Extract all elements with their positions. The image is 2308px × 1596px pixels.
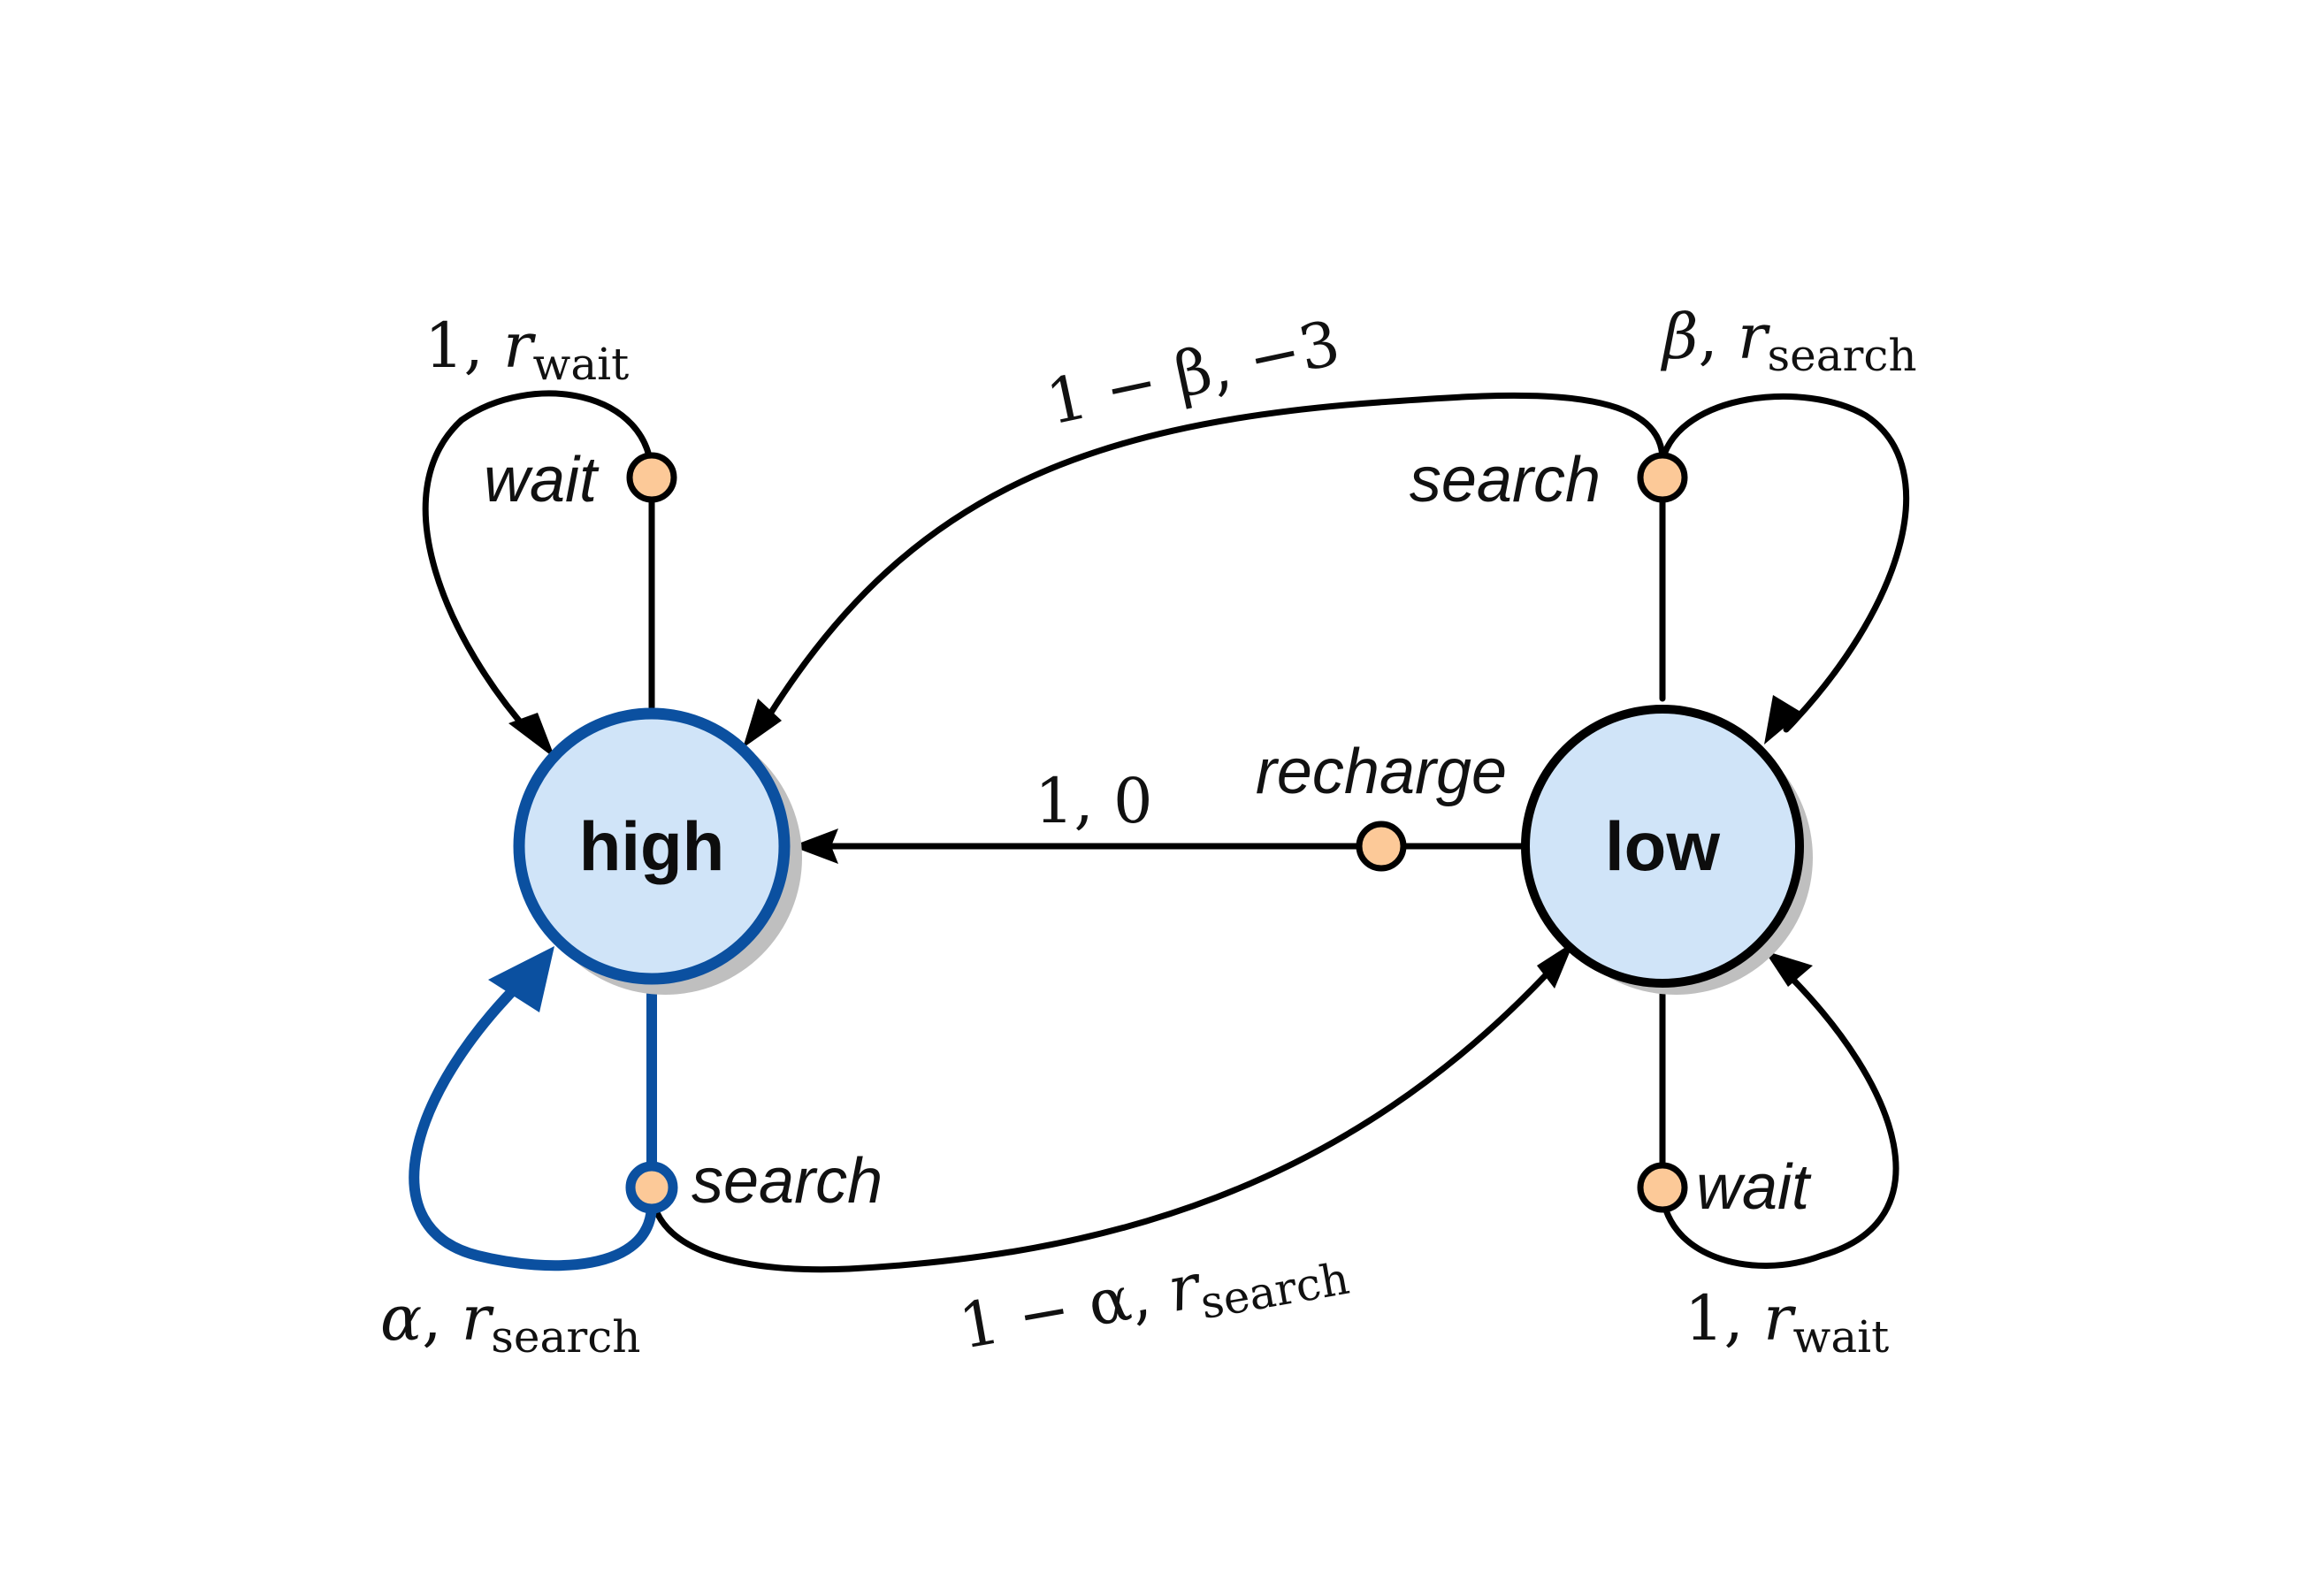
state-high: high bbox=[513, 707, 802, 995]
transition-label-high-search-self: α, rsearch bbox=[380, 1282, 640, 1363]
state-low: low bbox=[1521, 705, 1813, 995]
prob-text: α bbox=[380, 1282, 422, 1355]
high-wait-loop-arrow bbox=[422, 390, 655, 737]
arrowhead-low-search-to-high bbox=[743, 699, 782, 748]
state-high-circle bbox=[513, 707, 791, 985]
arrowhead-recharge-to-high bbox=[791, 829, 838, 864]
arrowhead-high-wait bbox=[508, 713, 555, 759]
state-low-label: low bbox=[1605, 807, 1720, 885]
low-search-to-high-arrow bbox=[764, 392, 1666, 722]
reward-var: r bbox=[503, 309, 536, 382]
reward-sub: search bbox=[491, 1311, 640, 1363]
transition-label-high-wait-self: 1, rwait bbox=[424, 309, 629, 390]
transition-label-low-recharge-to-high: 1, 0 bbox=[1035, 765, 1153, 837]
low-search-loop-arrow bbox=[1659, 393, 1910, 733]
arrowheads bbox=[488, 695, 1813, 1012]
prob-text: β bbox=[1660, 301, 1698, 373]
action-label-low-recharge: recharge bbox=[1256, 737, 1507, 807]
reward-var: r bbox=[462, 1282, 494, 1355]
prob-text: 1 bbox=[424, 309, 464, 382]
arrowhead-low-search-self bbox=[1764, 695, 1802, 745]
edges bbox=[422, 390, 1910, 1273]
transition-label-low-search-self: β, rsearch bbox=[1660, 301, 1917, 381]
action-node-low-search bbox=[1637, 452, 1688, 503]
action-node-high-wait bbox=[626, 452, 677, 503]
arrowhead-high-search-to-low bbox=[1537, 942, 1574, 989]
low-wait-loop-arrow bbox=[1659, 969, 1899, 1269]
highlighted-edges bbox=[409, 976, 657, 1271]
action-node-low-recharge bbox=[1356, 821, 1407, 872]
transition-label-low-search-to-high: 1 − β, −3 bbox=[1040, 307, 1346, 439]
action-node-low-wait bbox=[1637, 1162, 1688, 1213]
transition-label-low-wait-self: 1, rwait bbox=[1685, 1282, 1889, 1363]
state-high-label: high bbox=[579, 807, 725, 885]
arrowhead-low-wait-self bbox=[1764, 951, 1813, 987]
high-search-loop-arrow bbox=[409, 976, 657, 1271]
action-label-high-wait: wait bbox=[484, 445, 600, 515]
reward-sub: search bbox=[1196, 1253, 1353, 1329]
reward-sub: wait bbox=[533, 339, 630, 390]
prob-text: 1 − α bbox=[954, 1262, 1136, 1363]
action-nodes bbox=[625, 452, 1688, 1214]
action-label-high-search: search bbox=[692, 1146, 883, 1217]
high-search-to-low-arrow bbox=[648, 960, 1560, 1273]
action-label-low-wait: wait bbox=[1696, 1152, 1812, 1223]
action-labels: wait search recharge search wait bbox=[484, 445, 1812, 1223]
reward-sub: search bbox=[1767, 330, 1916, 381]
prob-text: 1 bbox=[1685, 1282, 1724, 1355]
action-label-low-search: search bbox=[1410, 445, 1601, 515]
transition-label-high-search-to-low: 1 − α, rsearch bbox=[954, 1224, 1353, 1371]
reward-var: r bbox=[1738, 301, 1770, 373]
action-node-high-search bbox=[625, 1161, 678, 1214]
reward-sub: wait bbox=[1793, 1311, 1890, 1363]
reward-var: r bbox=[1763, 1282, 1796, 1355]
state-low-circle bbox=[1521, 705, 1804, 988]
arrowhead-high-search-self bbox=[488, 946, 554, 1012]
